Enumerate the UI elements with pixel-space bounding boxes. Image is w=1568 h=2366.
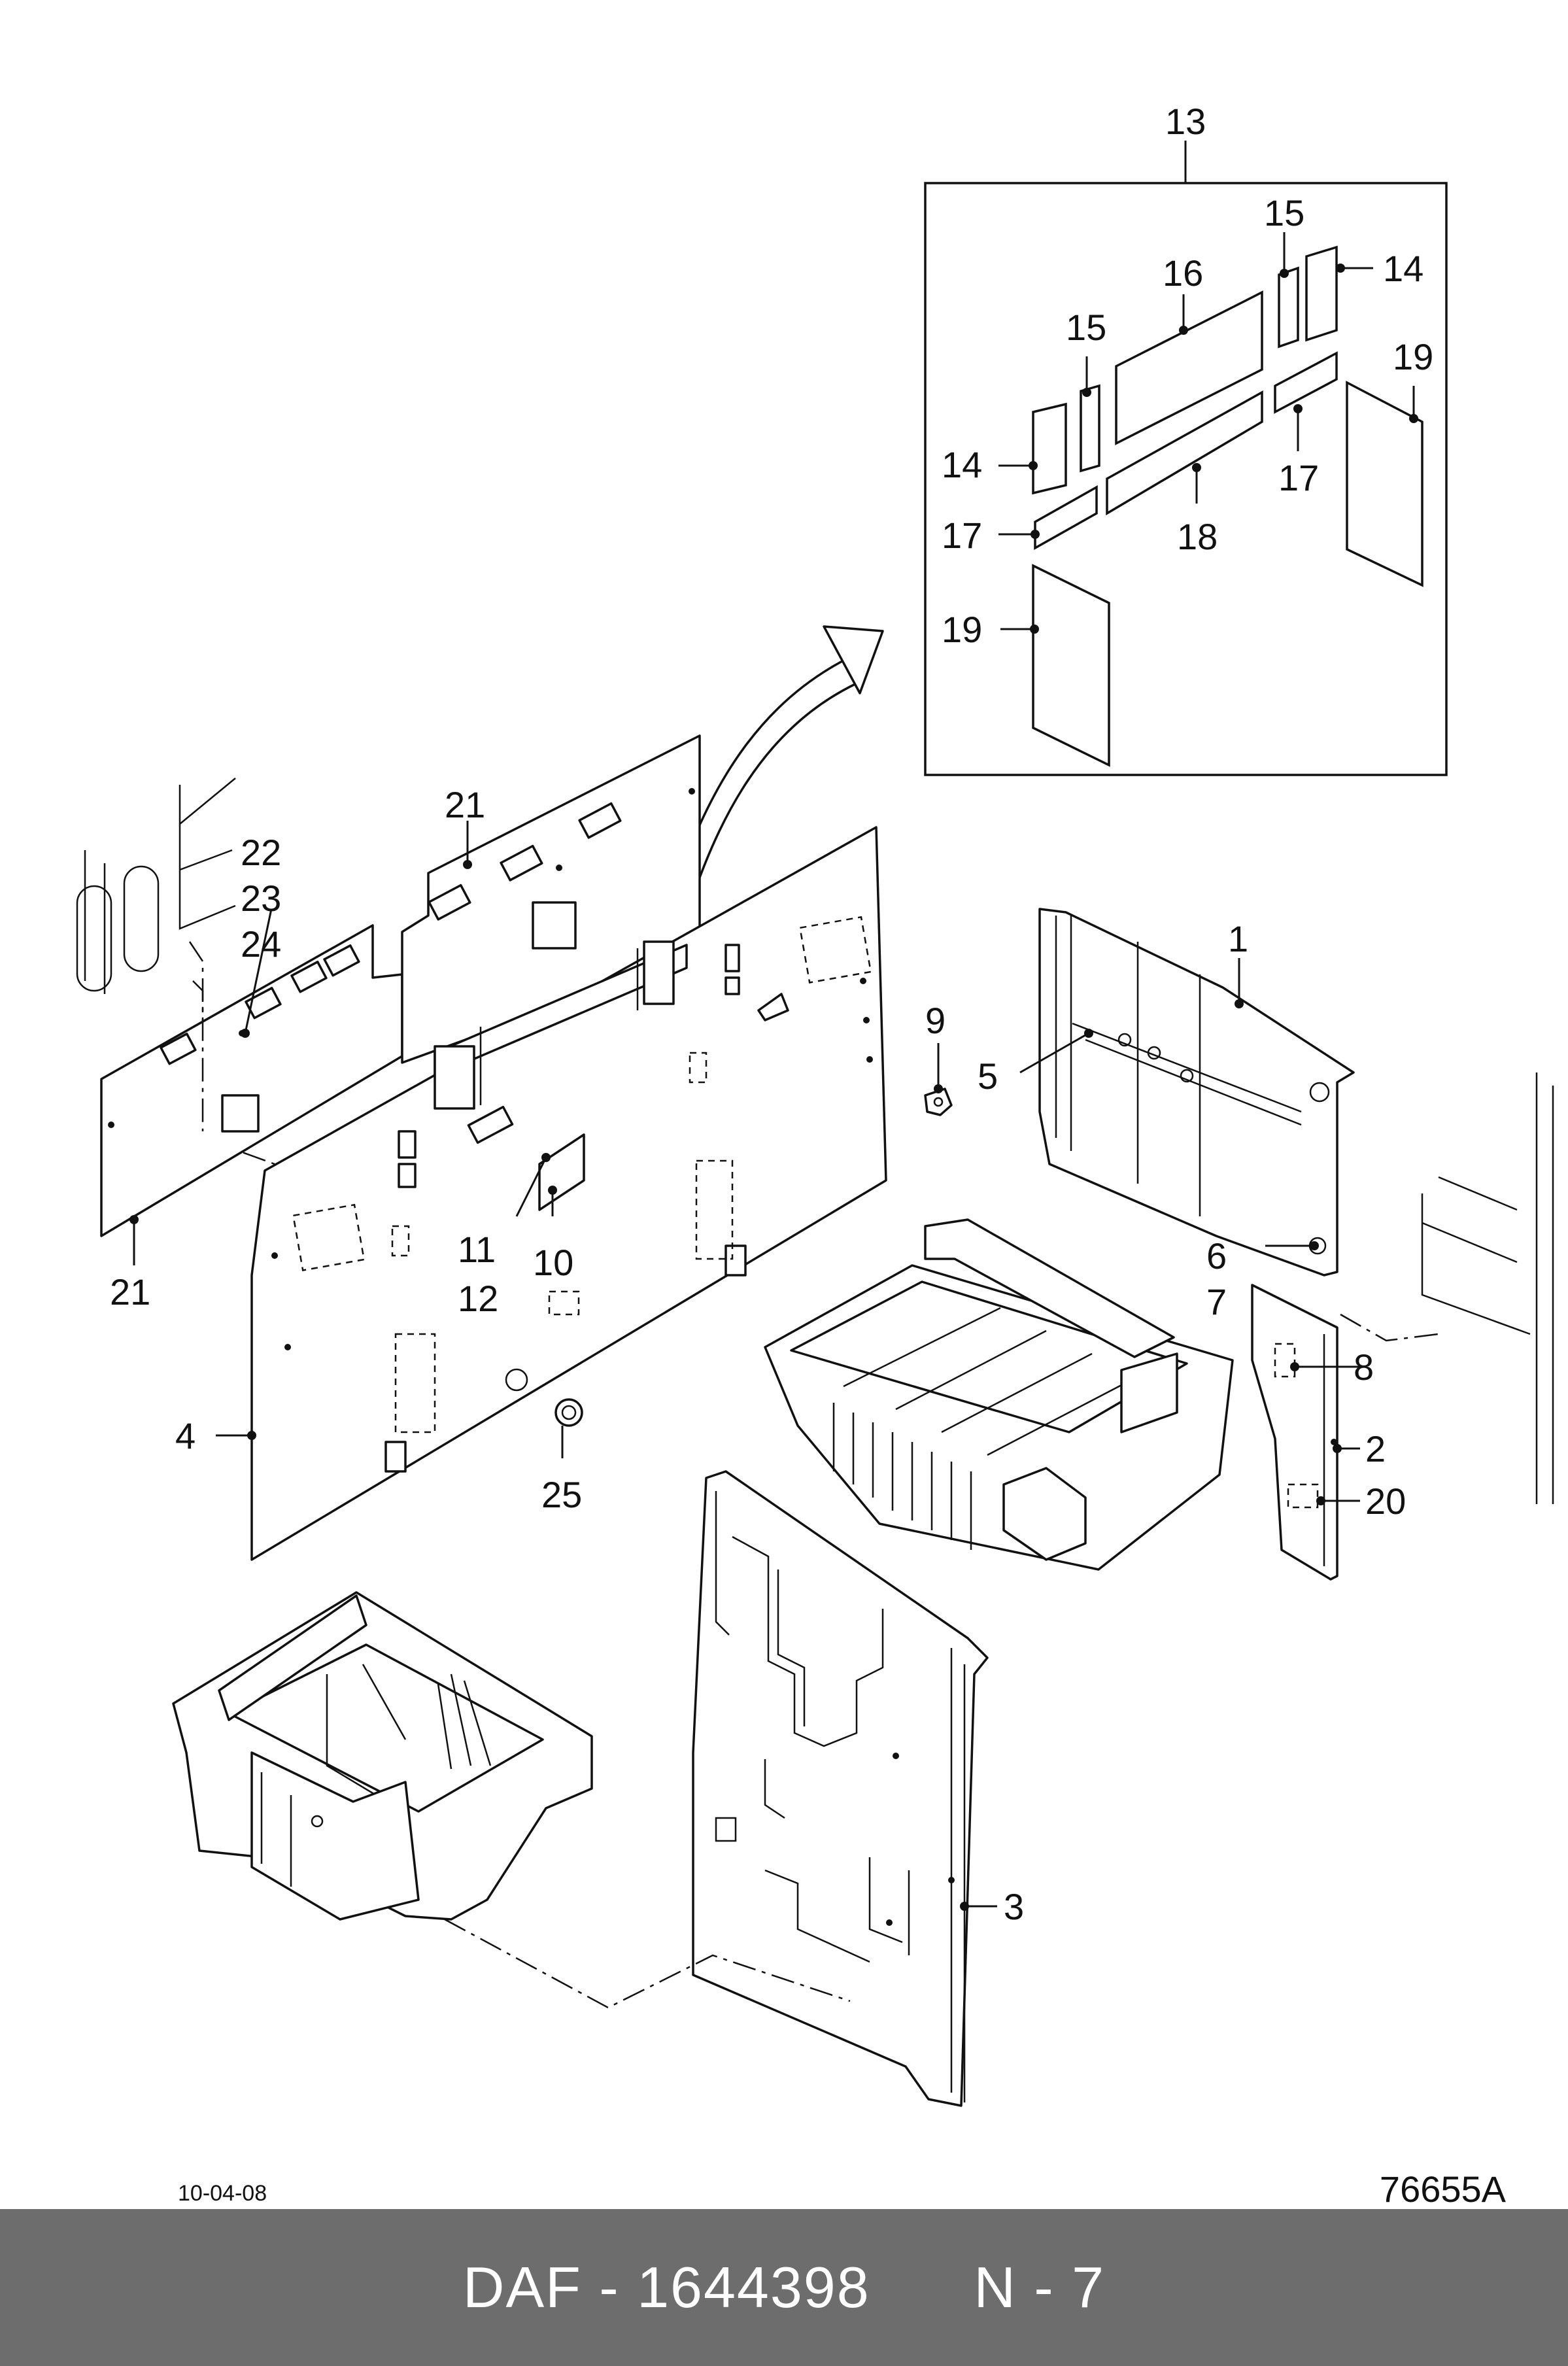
- callout-17-left: 17: [942, 515, 982, 556]
- callout-12: 12: [458, 1278, 498, 1319]
- footer-part-number: 1644398: [637, 2255, 870, 2320]
- pad-14-right: [1305, 245, 1338, 342]
- callout-15-right: 15: [1264, 192, 1304, 233]
- insulation-kit-inset: [924, 141, 1448, 776]
- callout-25: 25: [541, 1474, 582, 1515]
- callout-21-lower: 21: [110, 1271, 150, 1312]
- part-1-side-panel: [1038, 908, 1355, 1277]
- callout-18: 18: [1177, 516, 1218, 557]
- pad-19-right: [1346, 381, 1423, 587]
- callout-22: 22: [241, 832, 281, 873]
- callout-9: 9: [925, 1000, 946, 1041]
- part-25-grommet: [554, 1398, 583, 1427]
- part-3-side-panel: [692, 1470, 989, 2107]
- callout-4: 4: [175, 1415, 196, 1456]
- callout-10: 10: [533, 1242, 573, 1283]
- callout-19-right: 19: [1393, 336, 1433, 377]
- leader-lines: [129, 821, 1360, 1911]
- pad-15-left: [1080, 384, 1100, 473]
- callout-2: 2: [1365, 1428, 1386, 1469]
- callout-21-upper: 21: [445, 784, 485, 825]
- callout-7: 7: [1206, 1281, 1227, 1322]
- pad-19-left: [1032, 564, 1110, 767]
- part-21-left-panel: [100, 924, 403, 1237]
- callout-labels: 1 2 3 4 5 6 7 8 9 10 11 12 13 14 14 15 1…: [110, 101, 1433, 1927]
- alignment-line: [192, 980, 204, 1131]
- part-2-side-panel: [1251, 1284, 1338, 1581]
- callout-23: 23: [241, 878, 281, 919]
- upper-storage-tray: [764, 1218, 1234, 1571]
- callout-5: 5: [978, 1055, 998, 1097]
- callout-3: 3: [1004, 1886, 1024, 1927]
- callout-14-left: 14: [942, 444, 982, 485]
- callout-1: 1: [1228, 918, 1248, 959]
- callout-24: 24: [241, 923, 281, 965]
- pad-16: [1115, 290, 1263, 445]
- callout-19-left: 19: [942, 609, 982, 650]
- cab-outline-right: [1340, 1072, 1554, 1504]
- callout-14-right: 14: [1383, 248, 1423, 289]
- date-stamp: 10-04-08: [178, 2181, 267, 2206]
- footer-caption: DAF - 1644398 N - 7: [463, 2254, 1105, 2321]
- footer-brand: DAF: [462, 2255, 582, 2320]
- footer-separator: -: [581, 2255, 638, 2320]
- footer-bar: DAF - 1644398 N - 7: [0, 2209, 1568, 2366]
- pad-15-right: [1278, 266, 1299, 349]
- callout-20: 20: [1365, 1481, 1406, 1522]
- footer-gap: [870, 2255, 974, 2320]
- lower-storage-box: [172, 1591, 851, 2009]
- callout-6: 6: [1206, 1235, 1227, 1277]
- callout-16: 16: [1163, 252, 1203, 294]
- callout-11: 11: [458, 1229, 496, 1270]
- callout-15-left: 15: [1066, 307, 1106, 348]
- callout-17-right: 17: [1278, 457, 1319, 498]
- callout-8: 8: [1354, 1346, 1374, 1388]
- pad-17-right: [1274, 351, 1338, 414]
- pad-18: [1106, 390, 1263, 516]
- footer-page-ref: N - 7: [974, 2255, 1106, 2320]
- pad-14-left: [1032, 402, 1067, 495]
- exploded-parts-diagram: 1 2 3 4 5 6 7 8 9 10 11 12 13 14 14 15 1…: [76, 101, 1554, 2107]
- figure-id: 76655A: [1379, 2169, 1506, 2210]
- pad-17-left: [1034, 485, 1098, 550]
- callout-13: 13: [1165, 101, 1206, 142]
- part-4-rear-panel: [250, 826, 887, 1561]
